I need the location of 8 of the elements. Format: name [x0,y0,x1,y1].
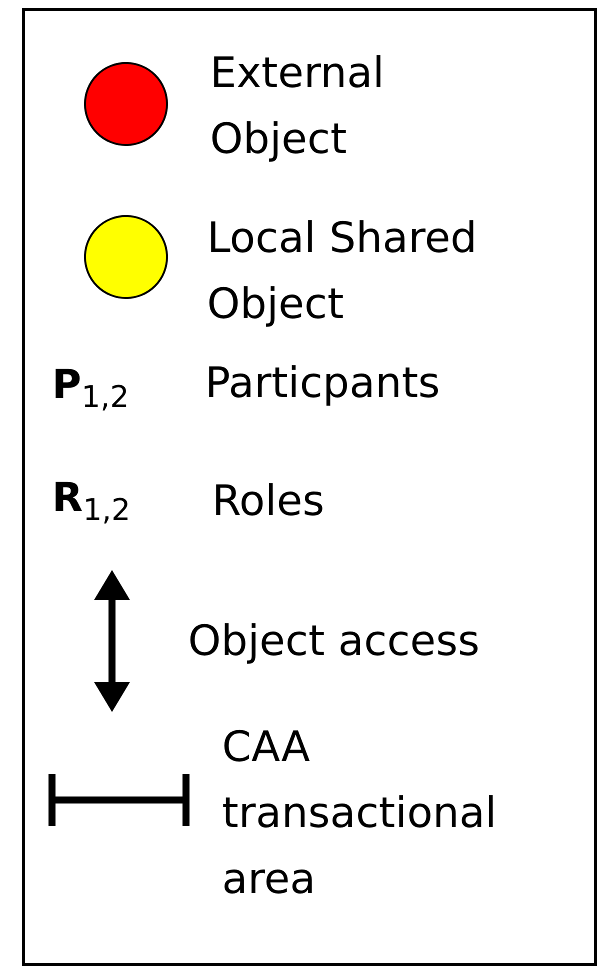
symbol-label: P$_{1,2}$ [52,361,130,417]
symbol-caption: Particpants [205,357,440,409]
symbol-caption: Roles [212,475,324,527]
legend-label: CAA transactional area [222,721,498,905]
legend-label: External Object [210,47,386,165]
legend-label: Object access [188,615,481,667]
symbol-label: R$_{1,2}$ [52,474,131,530]
legend-label: Local Shared Object [207,212,478,330]
